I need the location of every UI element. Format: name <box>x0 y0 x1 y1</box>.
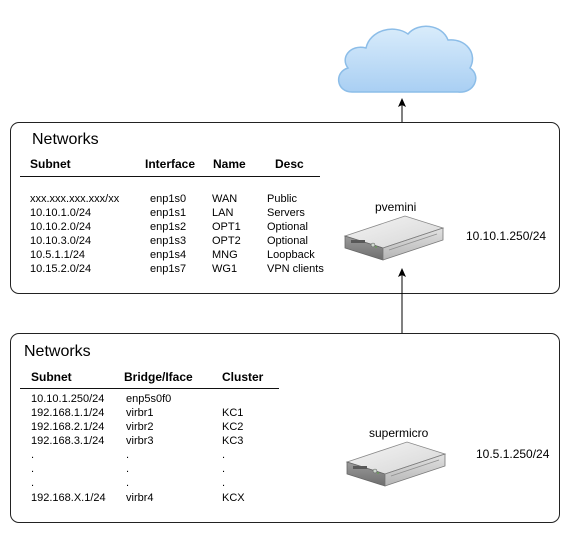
cluster-cell: KCX <box>222 492 245 504</box>
cluster-cell: KC1 <box>222 407 244 419</box>
interface-cell: enp1s4 <box>150 249 187 261</box>
bridge-cell: virbr2 <box>126 421 154 433</box>
subnet-cell: . <box>31 477 35 489</box>
subnet-cell: 10.10.1.0/24 <box>30 207 92 219</box>
col-header-subnet: Subnet <box>31 370 72 384</box>
interface-cell: enp1s3 <box>150 235 187 247</box>
subnet-cell: 10.10.3.0/24 <box>30 235 92 247</box>
subnet-cell: 192.168.1.1/24 <box>31 407 105 419</box>
interface-cell: enp1s1 <box>150 207 187 219</box>
subnet-cell: 10.10.1.250/24 <box>31 393 105 405</box>
name-cell: WAN <box>212 193 238 205</box>
col-header-interface: Interface <box>145 157 196 171</box>
bridge-cell: enp5s0f0 <box>126 393 172 405</box>
col-header-cluster: Cluster <box>222 370 264 384</box>
subnet-cell: 10.15.2.0/24 <box>30 263 92 275</box>
subnet-cell: 192.168.2.1/24 <box>31 421 105 433</box>
rack-server-icon <box>343 215 445 261</box>
supermicro-network-panel <box>10 333 560 523</box>
interface-cell: enp1s7 <box>150 263 187 275</box>
bridge-cell: virbr1 <box>126 407 154 419</box>
server-name: supermicro <box>369 426 429 440</box>
cluster-cell: . <box>222 477 226 489</box>
panel-title: Networks <box>32 131 99 148</box>
subnet-cell: 192.168.3.1/24 <box>31 435 105 447</box>
cluster-cell: . <box>222 463 226 475</box>
subnet-cell: 192.168.X.1/24 <box>31 492 106 504</box>
name-cell: MNG <box>212 249 238 261</box>
col-header-subnet: Subnet <box>30 157 71 171</box>
panel-title: Networks <box>24 343 91 360</box>
name-cell: WG1 <box>212 263 238 275</box>
interface-cell: enp1s2 <box>150 221 187 233</box>
subnet-cell: 10.5.1.1/24 <box>30 249 86 261</box>
bridge-cell: virbr4 <box>126 492 154 504</box>
cluster-cell: KC3 <box>222 435 244 447</box>
col-header-desc: Desc <box>275 157 304 171</box>
desc-cell: Servers <box>267 207 305 219</box>
bridge-cell: virbr3 <box>126 435 154 447</box>
cluster-cell: . <box>222 449 226 461</box>
desc-cell: VPN clients <box>267 263 324 275</box>
rack-server-icon <box>345 441 447 487</box>
bridge-cell: . <box>126 449 130 461</box>
header-divider <box>20 388 279 389</box>
col-header-bridge: Bridge/Iface <box>124 370 193 384</box>
name-cell: OPT2 <box>212 235 241 247</box>
col-header-name: Name <box>213 157 246 171</box>
cloud-icon <box>338 25 477 93</box>
cluster-cell: KC2 <box>222 421 244 433</box>
subnet-cell: . <box>31 463 35 475</box>
bridge-cell: . <box>126 477 130 489</box>
name-cell: LAN <box>212 207 234 219</box>
pvemini-network-panel <box>10 122 560 294</box>
desc-cell: Public <box>267 193 297 205</box>
subnet-cell: xxx.xxx.xxx.xxx/xx <box>30 193 120 205</box>
header-divider <box>20 176 320 177</box>
name-cell: OPT1 <box>212 221 241 233</box>
server-ip: 10.5.1.250/24 <box>476 447 550 461</box>
desc-cell: Loopback <box>267 249 315 261</box>
server-name: pvemini <box>375 200 417 214</box>
subnet-cell: 10.10.2.0/24 <box>30 221 92 233</box>
server-ip: 10.10.1.250/24 <box>466 229 547 243</box>
desc-cell: Optional <box>267 221 308 233</box>
bridge-cell: . <box>126 463 130 475</box>
subnet-cell: . <box>31 449 35 461</box>
desc-cell: Optional <box>267 235 308 247</box>
interface-cell: enp1s0 <box>150 193 187 205</box>
